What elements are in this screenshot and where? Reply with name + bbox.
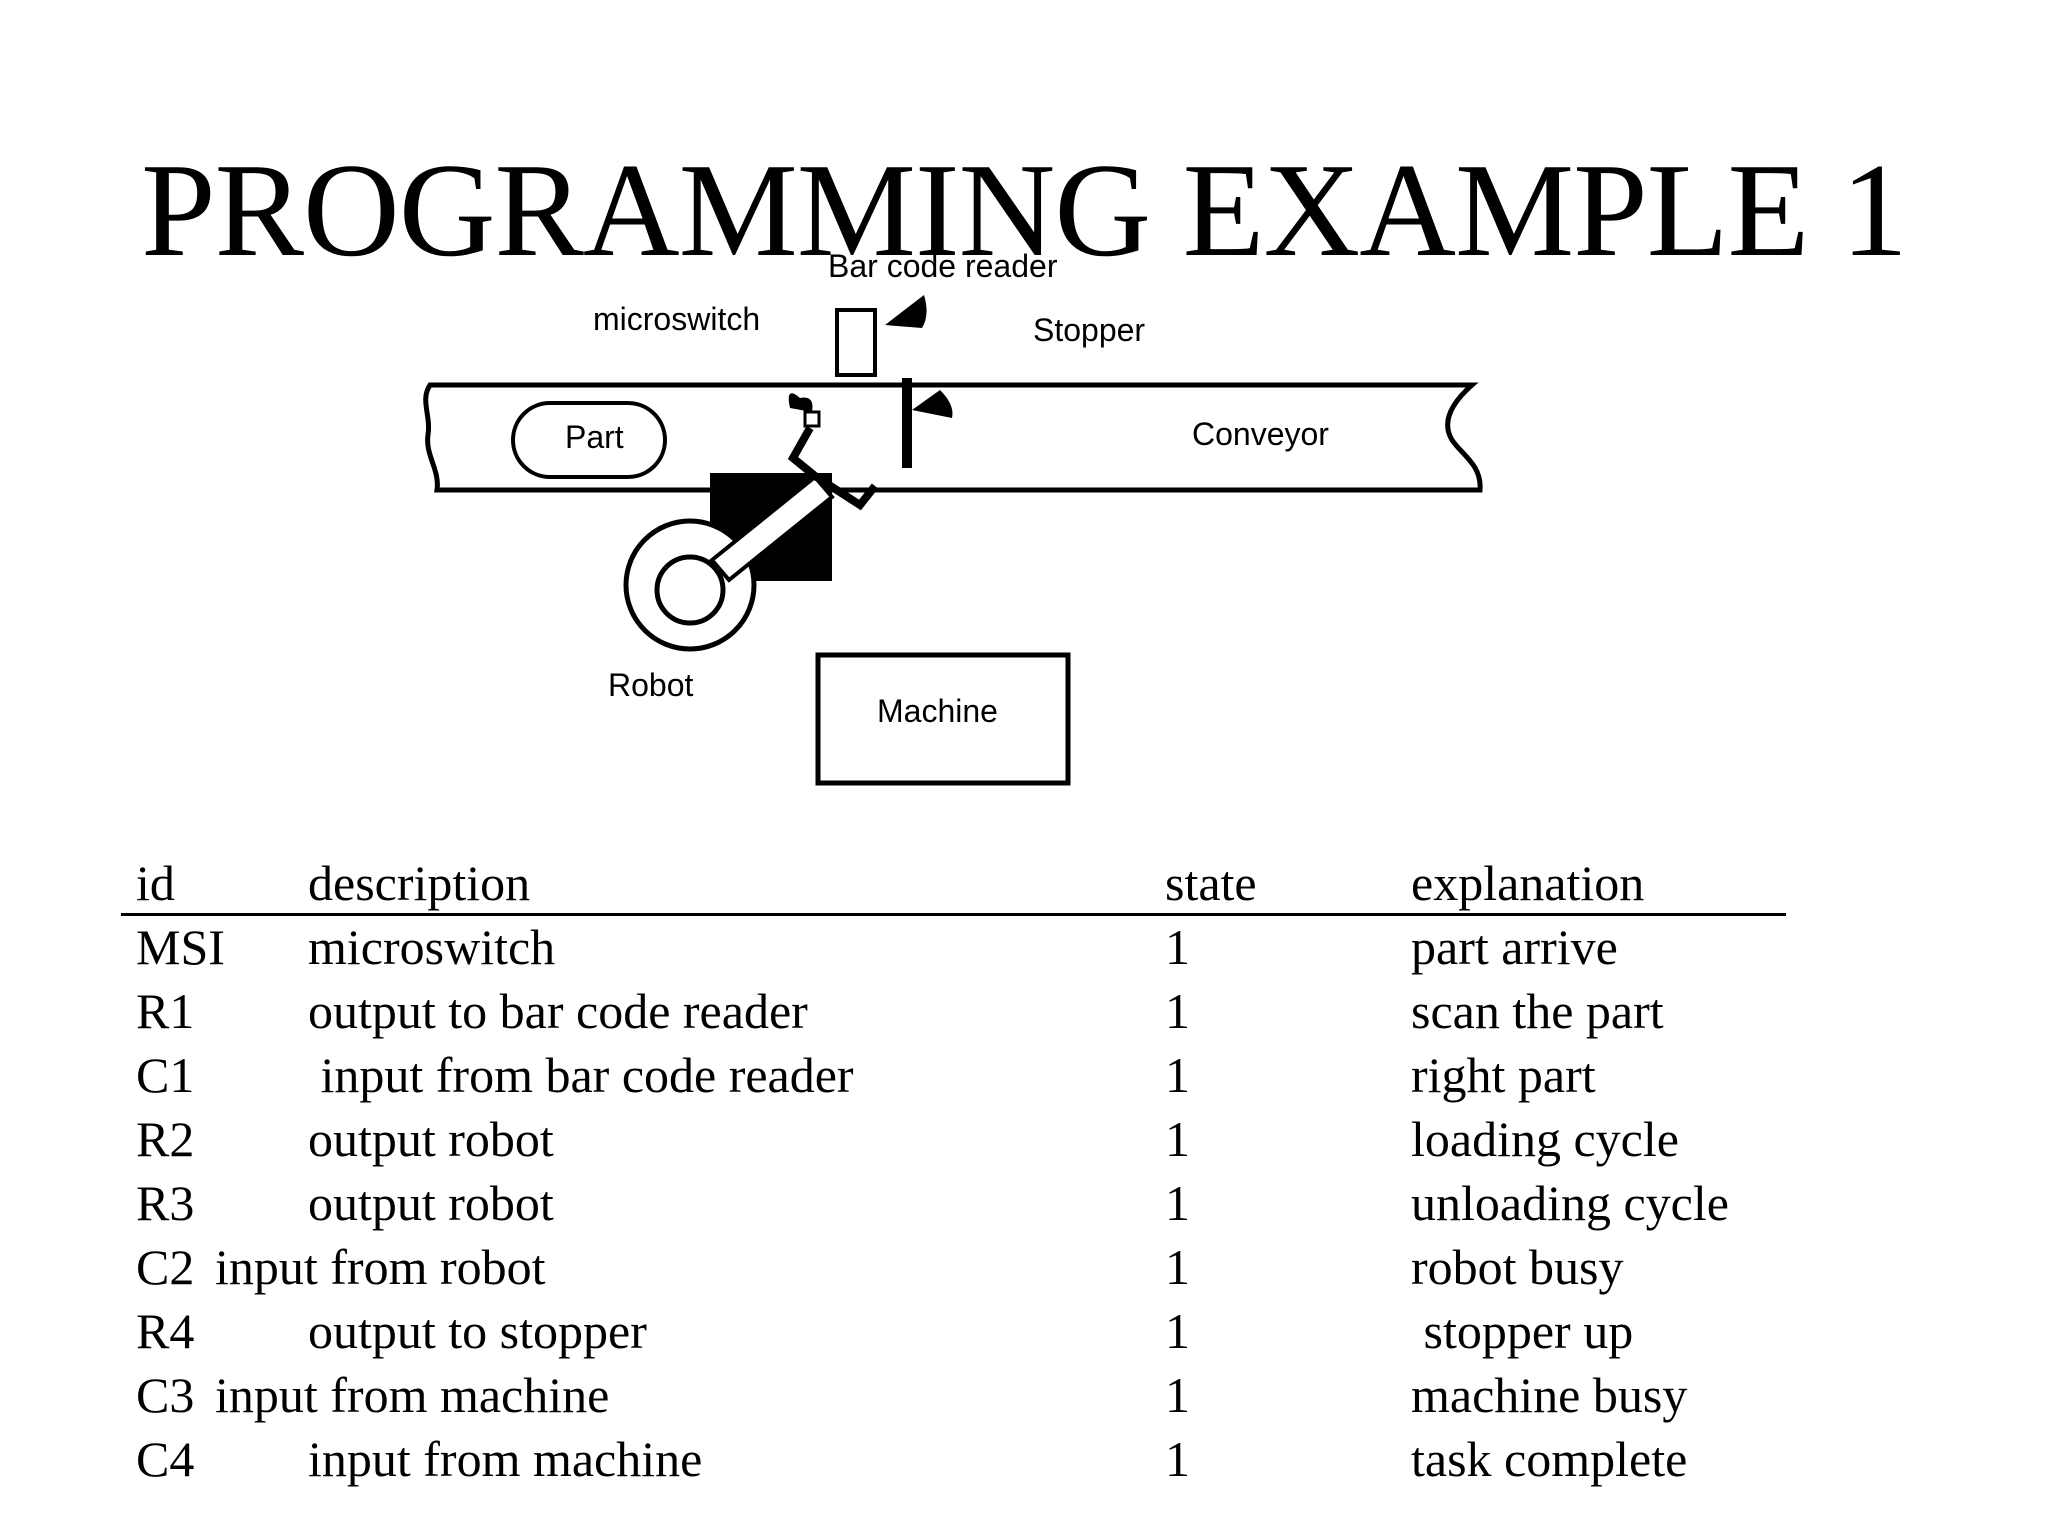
row-explanation: loading cycle [1411, 1111, 1679, 1167]
stopper-label: Stopper [1033, 312, 1145, 348]
bar-code-reader-box [835, 308, 877, 377]
part-label: Part [565, 419, 624, 455]
header-id: id [136, 855, 175, 911]
row-id: C2 [136, 1239, 195, 1295]
microswitch-fan [788, 393, 813, 412]
row-explanation: unloading cycle [1411, 1175, 1729, 1231]
row-state: 1 [1165, 1111, 1190, 1167]
robot-arm [709, 474, 835, 583]
row-state: 1 [1165, 1367, 1190, 1423]
row-description: input from machine [308, 1431, 703, 1487]
row-explanation: robot busy [1411, 1239, 1624, 1295]
row-description: input from bar code reader [308, 1047, 854, 1103]
row-id: R4 [136, 1303, 195, 1359]
row-state: 1 [1165, 983, 1190, 1039]
bar-code-reader-fan [885, 295, 927, 328]
row-explanation: machine busy [1411, 1367, 1688, 1423]
conveyor-belt [423, 382, 1483, 493]
robot-label: Robot [608, 667, 694, 703]
row-description: output robot [308, 1111, 554, 1167]
row-id: R1 [136, 983, 195, 1039]
row-description: microswitch [308, 919, 556, 975]
row-id: R3 [136, 1175, 195, 1231]
robot-gripper [787, 426, 879, 511]
header-description: description [308, 855, 531, 911]
row-explanation: task complete [1411, 1431, 1688, 1487]
header-state: state [1165, 855, 1257, 911]
machine-box [815, 652, 1071, 786]
row-description: output to stopper [308, 1303, 647, 1359]
row-state: 1 [1165, 919, 1190, 975]
row-description: output robot [308, 1175, 554, 1231]
part-shape [511, 401, 667, 479]
microswitch-square [803, 410, 821, 428]
row-state: 1 [1165, 1047, 1190, 1103]
row-id: C1 [136, 1047, 195, 1103]
row-id: C4 [136, 1431, 195, 1487]
row-explanation: scan the part [1411, 983, 1664, 1039]
stopper-post [902, 378, 912, 468]
row-id: R2 [136, 1111, 195, 1167]
microswitch-label: microswitch [593, 301, 760, 337]
row-state: 1 [1165, 1175, 1190, 1231]
row-description: input from machine [215, 1367, 610, 1423]
page-title: PROGRAMMING EXAMPLE 1 [141, 136, 1908, 284]
row-explanation: right part [1411, 1047, 1596, 1103]
row-explanation: stopper up [1411, 1303, 1634, 1359]
row-state: 1 [1165, 1303, 1190, 1359]
stopper-fan [912, 390, 953, 418]
header-rule [121, 913, 1786, 916]
row-id: MSI [136, 919, 225, 975]
machine-label: Machine [877, 693, 998, 729]
row-state: 1 [1165, 1431, 1190, 1487]
header-explanation: explanation [1411, 855, 1645, 911]
conveyor-label: Conveyor [1192, 416, 1329, 452]
row-explanation: part arrive [1411, 919, 1618, 975]
row-description: input from robot [215, 1239, 546, 1295]
robot-inner-circle [654, 554, 726, 626]
row-description: output to bar code reader [308, 983, 808, 1039]
bar-code-reader-label: Bar code reader [828, 248, 1058, 284]
row-id: C3 [136, 1367, 195, 1423]
row-state: 1 [1165, 1239, 1190, 1295]
